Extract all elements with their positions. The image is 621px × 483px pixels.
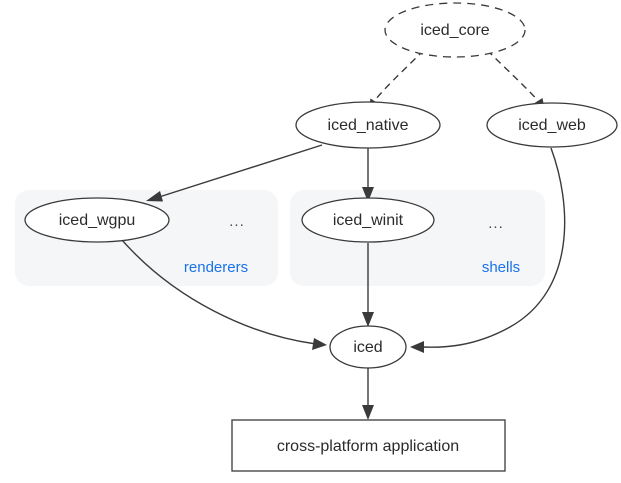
arrow-head-icon <box>362 187 374 202</box>
edge-iced-native-to-iced-winit <box>362 147 374 202</box>
node-application-shape[interactable] <box>231 419 506 472</box>
node-application[interactable]: cross-platform application <box>231 419 506 472</box>
arrow-head-icon <box>362 405 374 420</box>
node-iced-web[interactable]: iced_web <box>486 102 618 148</box>
node-iced-winit-label: iced_winit <box>333 212 404 229</box>
node-iced-winit[interactable]: iced_winit <box>301 197 435 243</box>
node-iced-label: iced <box>353 339 382 356</box>
edge-iced-native-to-iced-wgpu <box>146 144 323 202</box>
arrow-head-icon <box>362 312 374 327</box>
node-iced-core-label: iced_core <box>420 22 489 39</box>
edge-iced-core-to-iced-web <box>486 49 545 111</box>
node-iced-native[interactable]: iced_native <box>295 101 441 149</box>
arrow-head-icon <box>410 341 424 353</box>
node-iced-core-shape[interactable] <box>384 2 526 58</box>
cluster-renderers-ellipsis: ... <box>229 213 245 230</box>
edge-iced-web-to-iced <box>410 147 566 353</box>
cluster-shells-ellipsis: ... <box>488 215 504 232</box>
arrow-head-icon <box>146 191 163 202</box>
edge-iced-to-application <box>362 368 374 420</box>
node-iced-winit-shape[interactable] <box>301 197 435 243</box>
node-iced-wgpu[interactable]: iced_wgpu <box>24 197 170 243</box>
cluster-shells-label: shells <box>482 259 520 276</box>
node-iced-web-shape[interactable] <box>486 102 618 148</box>
node-iced[interactable]: iced <box>329 325 407 369</box>
node-iced-wgpu-label: iced_wgpu <box>59 212 136 229</box>
edge-iced-winit-to-iced <box>362 243 374 327</box>
arrow-head-icon <box>312 338 327 350</box>
node-application-label: cross-platform application <box>277 438 459 455</box>
node-iced-native-shape[interactable] <box>295 101 441 149</box>
node-iced-wgpu-shape[interactable] <box>24 197 170 243</box>
node-iced-web-label: iced_web <box>518 117 586 134</box>
node-iced-native-label: iced_native <box>328 117 409 134</box>
node-iced-shape[interactable] <box>329 325 407 369</box>
cluster-renderers-label: renderers <box>184 259 248 276</box>
edge-iced-wgpu-to-iced <box>121 239 327 350</box>
node-iced-core[interactable]: iced_core <box>384 2 526 58</box>
